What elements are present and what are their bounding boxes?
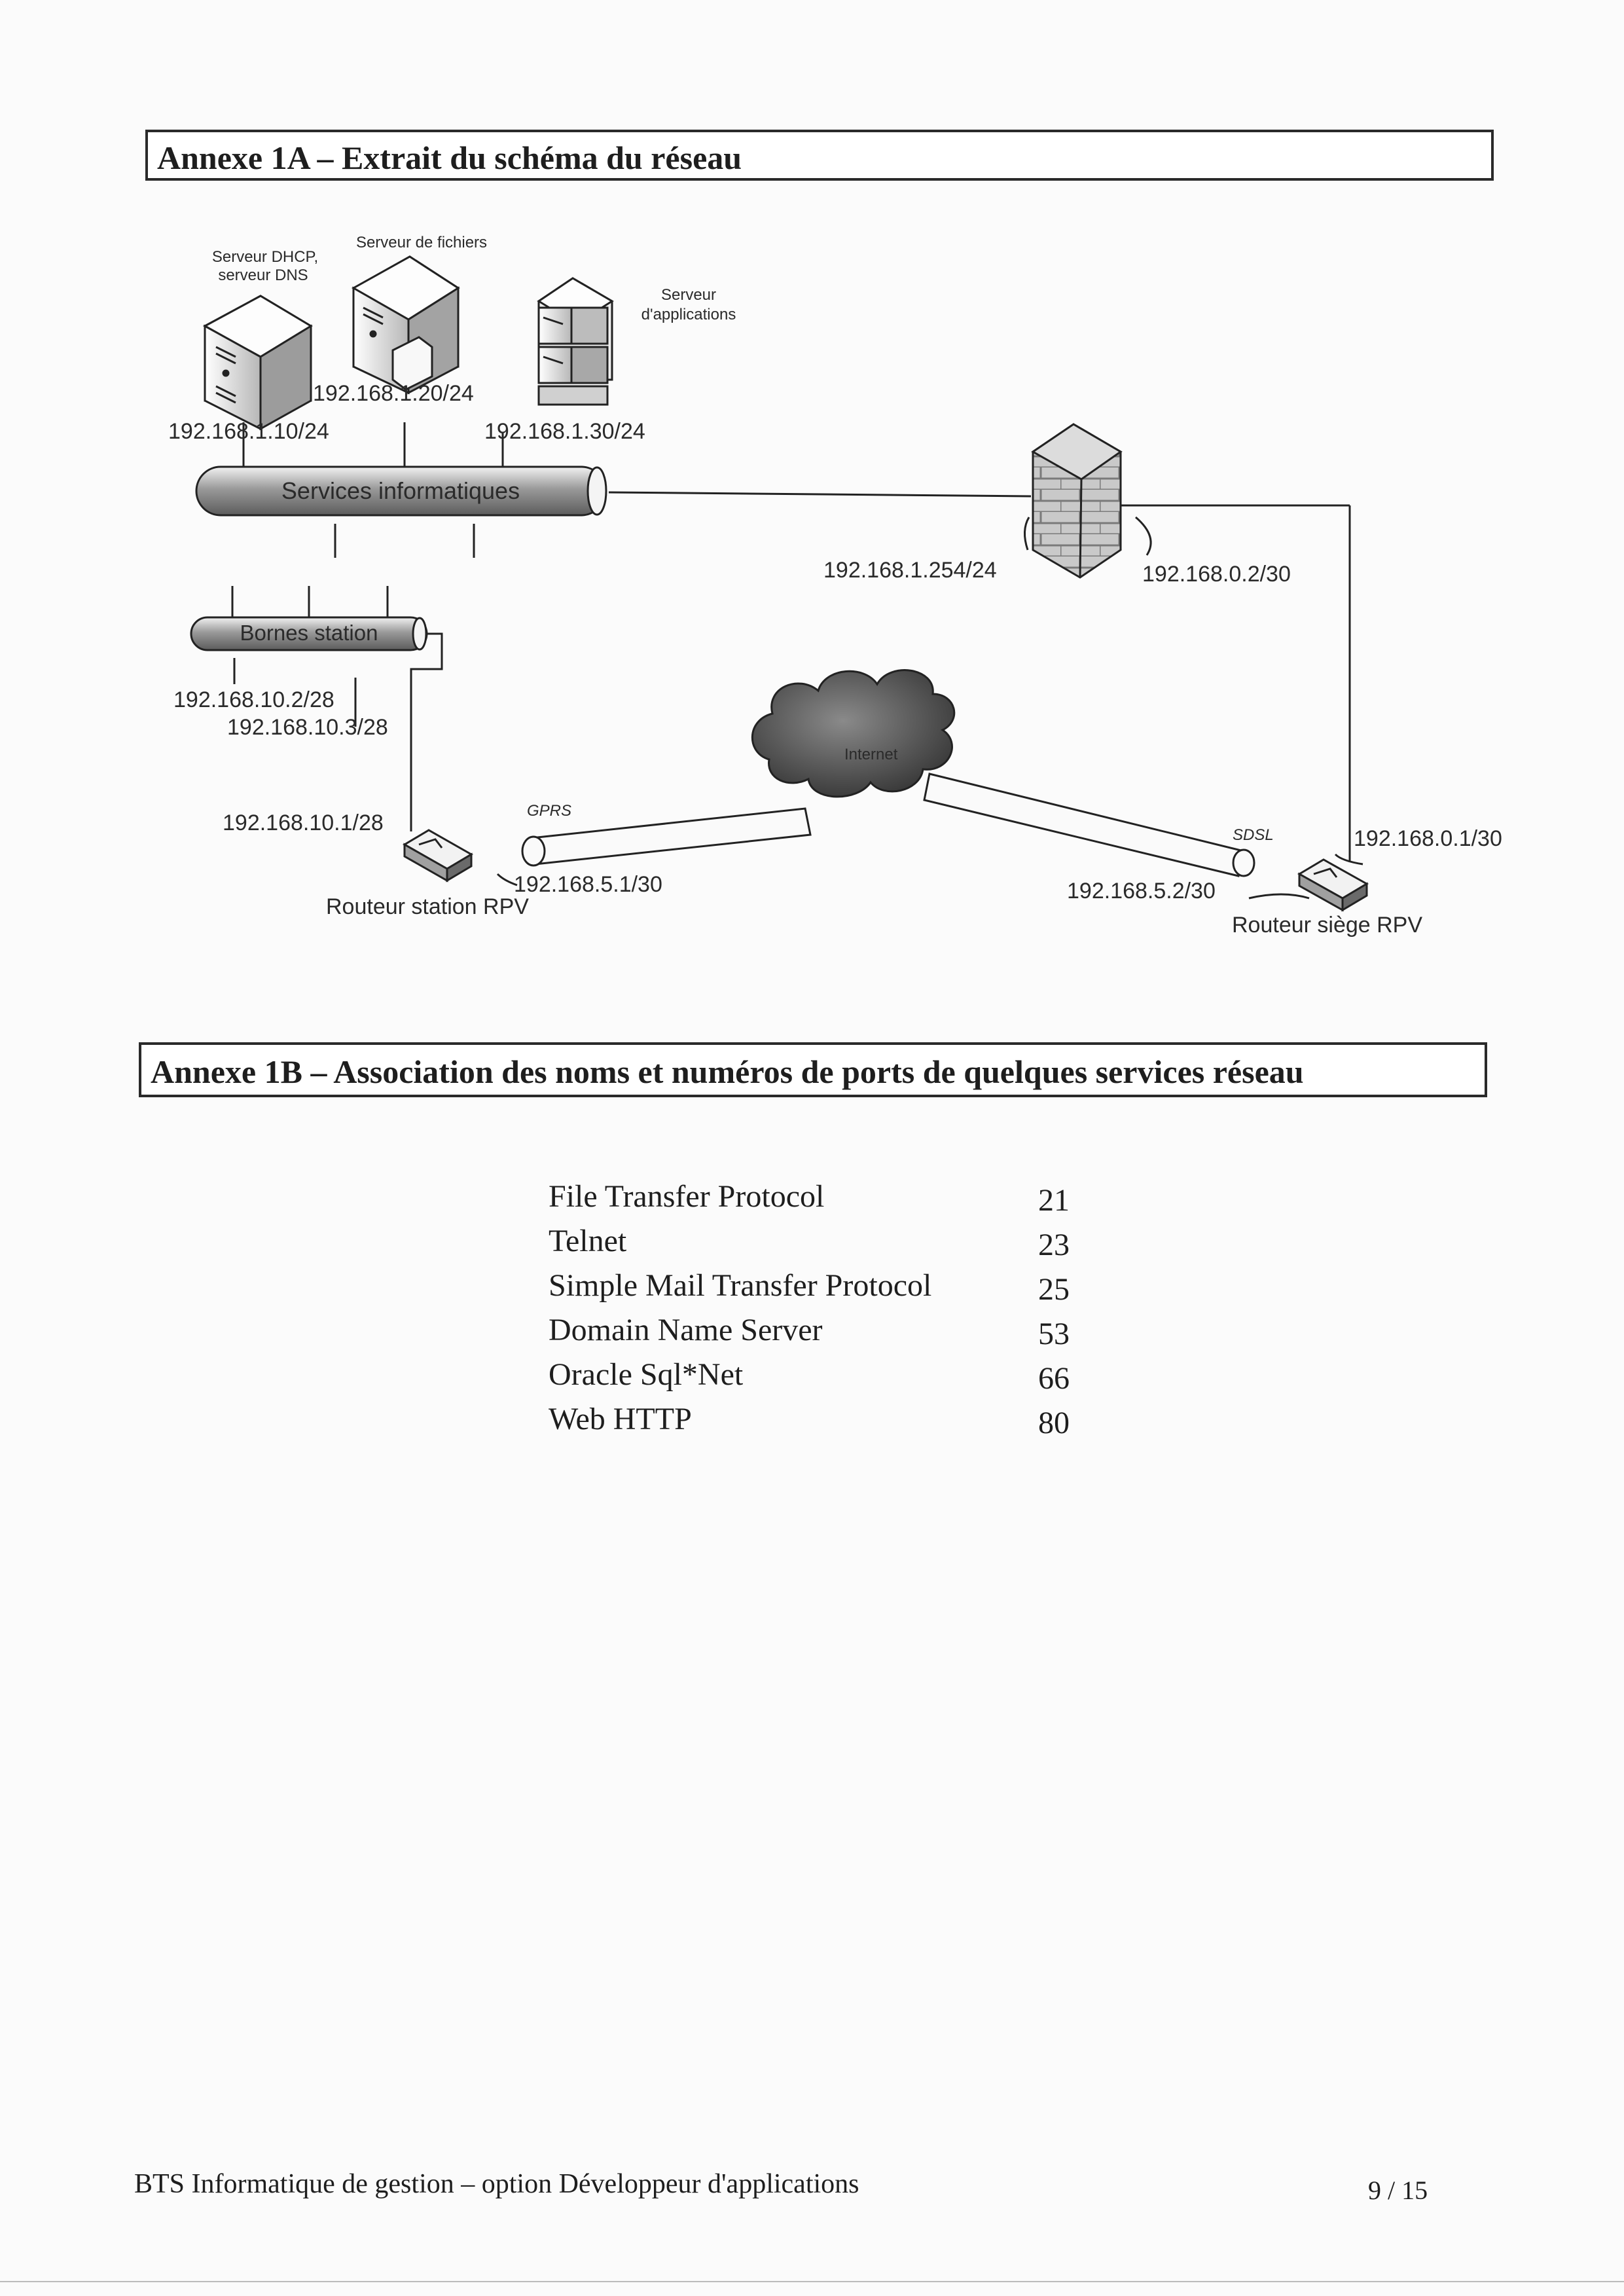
app-server-ip: 192.168.1.30/24 xyxy=(484,419,645,444)
hq-router-label: Routeur siège RPV xyxy=(1232,913,1422,938)
list-item: Simple Mail Transfer Protocol 25 xyxy=(549,1267,1085,1312)
bottom-divider xyxy=(0,2281,1624,2282)
app-server-label-line1: Serveur xyxy=(661,286,716,304)
list-item: Domain Name Server 53 xyxy=(549,1312,1085,1357)
service-port: 80 xyxy=(1038,1406,1070,1440)
dhcp-dns-server-label-line1: Serveur DHCP, xyxy=(212,248,318,266)
dhcp-dns-server-ip: 192.168.1.10/24 xyxy=(168,419,329,444)
app-server-icon xyxy=(537,277,614,406)
sdsl-label: SDSL xyxy=(1233,826,1274,844)
services-segment-pipe xyxy=(195,465,607,517)
kiosk-ip-2: 192.168.10.3/28 xyxy=(227,715,388,740)
sdsl-tunnel xyxy=(923,773,1245,877)
footer-course-title: BTS Informatique de gestion – option Dév… xyxy=(134,2169,859,2199)
station-router-wan-ip: 192.168.5.1/30 xyxy=(514,872,662,897)
service-port: 25 xyxy=(1038,1272,1070,1307)
service-name: Oracle Sql*Net xyxy=(549,1357,744,1392)
list-item: File Transfer Protocol 21 xyxy=(549,1178,1085,1223)
firewall-outside-ip: 192.168.0.2/30 xyxy=(1142,562,1291,587)
service-name: Simple Mail Transfer Protocol xyxy=(549,1268,932,1303)
dhcp-dns-server-icon xyxy=(202,295,313,431)
gprs-label: GPRS xyxy=(527,802,571,820)
bornes-segment-label: Bornes station xyxy=(240,621,378,645)
hq-router-icon xyxy=(1297,858,1369,912)
service-name: Domain Name Server xyxy=(549,1313,823,1347)
list-item: Oracle Sql*Net 66 xyxy=(549,1357,1085,1401)
kiosk-ip-1: 192.168.10.2/28 xyxy=(173,687,334,712)
service-port: 21 xyxy=(1038,1183,1070,1218)
file-server-label: Serveur de fichiers xyxy=(356,234,487,251)
services-to-firewall-link xyxy=(608,491,1032,498)
hq-router-wan-ip: 192.168.5.2/30 xyxy=(1067,879,1216,903)
list-item: Web HTTP 80 xyxy=(549,1401,1085,1446)
dhcp-dns-server-label-line2: serveur DNS xyxy=(218,266,308,284)
annexe-1b-title: Annexe 1B – Association des noms et numé… xyxy=(139,1042,1487,1097)
gprs-tunnel xyxy=(530,807,812,866)
service-name: File Transfer Protocol xyxy=(549,1179,825,1214)
internet-label: Internet xyxy=(844,746,898,763)
services-segment-label: Services informatiques xyxy=(281,477,520,504)
service-port: 53 xyxy=(1038,1317,1070,1351)
list-item: Telnet 23 xyxy=(549,1223,1085,1267)
app-server-label-line2: d'applications xyxy=(641,306,736,323)
sdsl-tunnel-end xyxy=(1232,848,1255,877)
network-diagram: Services informatiques Bornes station xyxy=(168,234,1502,938)
service-port: 23 xyxy=(1038,1228,1070,1262)
file-server-ip: 192.168.1.20/24 xyxy=(313,381,474,406)
page-number: 9 / 15 xyxy=(1368,2176,1428,2205)
internet-cloud-icon xyxy=(751,669,956,798)
port-services-list: File Transfer Protocol 21 Telnet 23 Simp… xyxy=(549,1178,1085,1446)
service-name: Telnet xyxy=(549,1224,627,1258)
service-port: 66 xyxy=(1038,1361,1070,1396)
gprs-tunnel-end xyxy=(521,835,546,867)
hq-router-lan-ip: 192.168.0.1/30 xyxy=(1354,826,1502,851)
firewall-inside-ip: 192.168.1.254/24 xyxy=(823,558,997,583)
station-router-icon xyxy=(403,829,473,883)
station-router-lan-ip: 192.168.10.1/28 xyxy=(223,811,384,835)
firewall-icon xyxy=(1031,423,1123,579)
file-server-icon xyxy=(351,255,460,395)
bornes-segment-pipe xyxy=(190,616,428,651)
station-router-label: Routeur station RPV xyxy=(326,894,529,919)
service-name: Web HTTP xyxy=(549,1402,692,1436)
annexe-1a-title: Annexe 1A – Extrait du schéma du réseau xyxy=(145,130,1494,181)
bornes-to-station-router-link xyxy=(410,632,443,831)
